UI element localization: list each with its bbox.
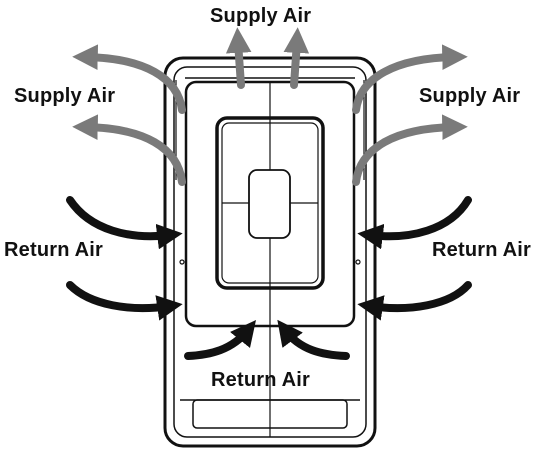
right-screw: [355, 259, 361, 265]
supply-air-label-top: Supply Air: [210, 5, 312, 27]
return-arrow-bottom-left: [184, 320, 257, 360]
return-arrow-right-lower: [357, 281, 472, 321]
unit-outline: [163, 56, 377, 448]
return-arrow-left-upper: [66, 196, 183, 250]
supply-arrow-top-left: [225, 27, 252, 89]
supply-arrow-left-lower: [72, 114, 186, 186]
supply-arrow-right-lower: [352, 114, 468, 186]
return-arrow-right-upper: [357, 196, 472, 250]
supply-arrow-top-right: [283, 27, 310, 89]
filter-frame: [215, 116, 325, 290]
supply-air-label-right: Supply Air: [419, 85, 521, 107]
supply-air-label-left: Supply Air: [14, 85, 116, 107]
return-air-label-left: Return Air: [4, 239, 104, 261]
supply-arrow-right-upper: [352, 44, 468, 114]
supply-arrow-left-upper: [72, 44, 186, 114]
return-air-label-bottom: Return Air: [211, 369, 311, 391]
outer-frame: [163, 56, 377, 448]
supply-arrows: [72, 27, 468, 186]
return-air-label-right: Return Air: [432, 239, 532, 261]
return-arrows: [66, 196, 472, 360]
return-arrow-bottom-right: [277, 319, 350, 360]
center-knob: [248, 169, 291, 239]
left-screw: [179, 259, 185, 265]
return-arrow-left-lower: [66, 281, 183, 321]
